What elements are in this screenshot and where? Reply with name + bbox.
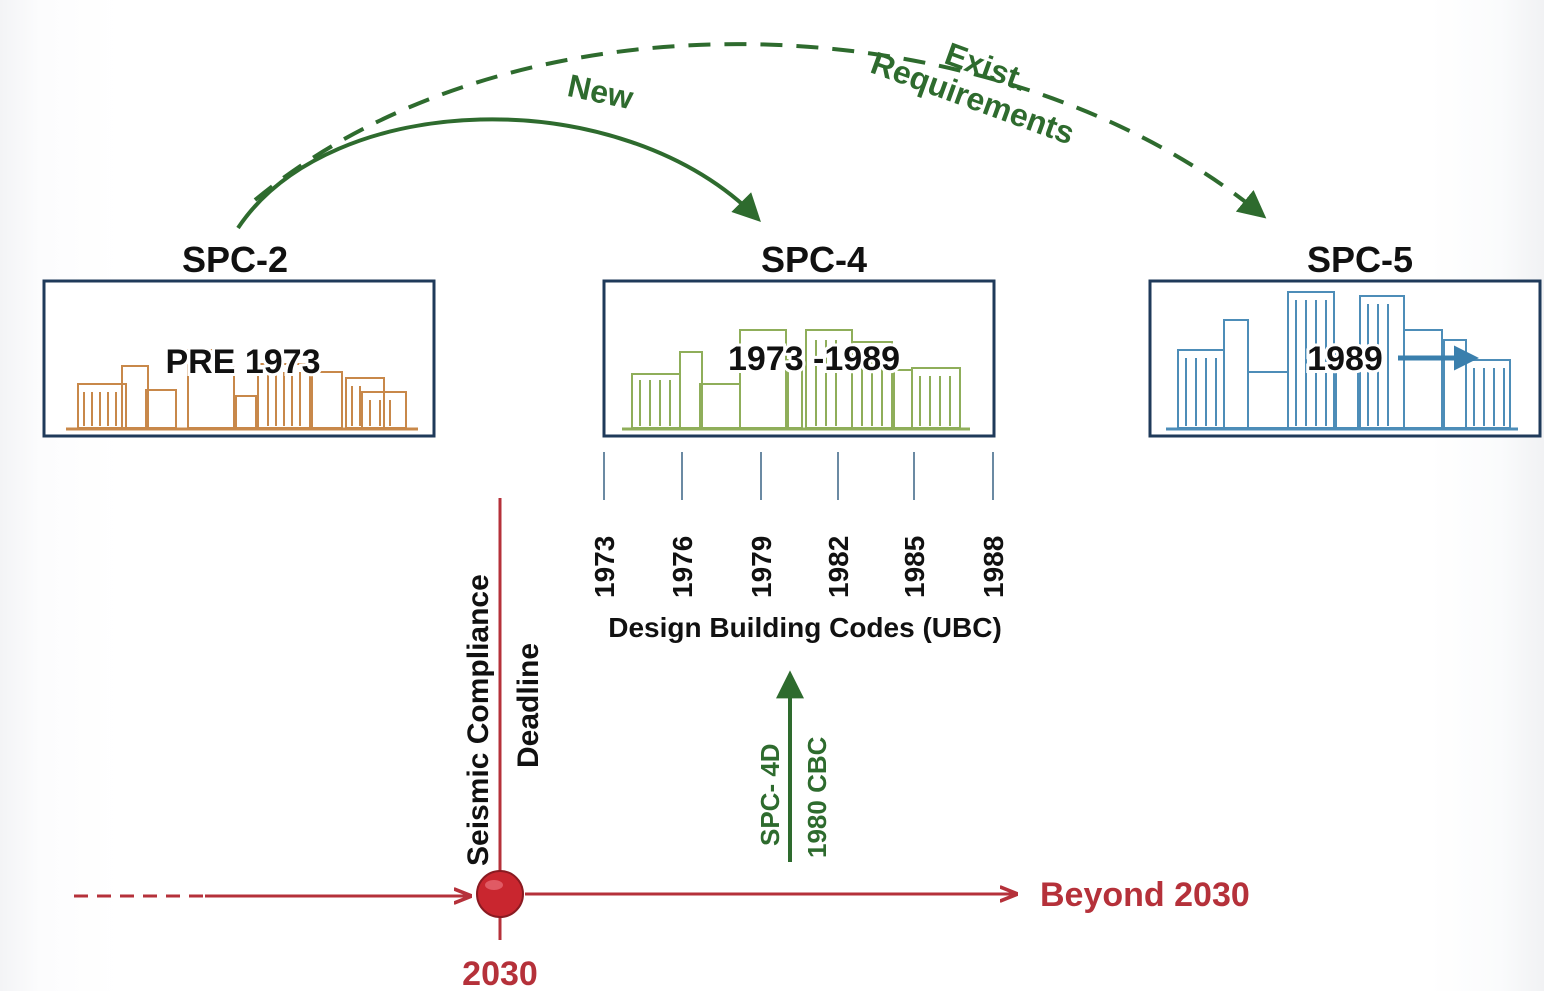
code-year-1979: 1979 — [746, 536, 777, 598]
skyline-spc5 — [1166, 291, 1518, 431]
new-arrow — [236, 117, 761, 230]
cbc-1980-label: 1980 CBC — [802, 736, 832, 858]
deadline-label: Deadline — [512, 643, 545, 768]
box-spc2: PRE 1973 — [42, 279, 436, 438]
deadline-year-label: 2030 — [462, 955, 538, 991]
code-year-1976: 1976 — [667, 536, 698, 598]
skyline-spc2 — [66, 349, 418, 431]
existing-requirements-arrow — [253, 42, 1267, 219]
spc4d-label: SPC- 4D — [755, 743, 785, 846]
new-arrow-label: New — [565, 67, 637, 116]
deadline-marker — [476, 870, 524, 918]
seismic-compliance-label: Seismic Compliance — [462, 574, 495, 866]
beyond-2030-label: Beyond 2030 — [1040, 876, 1250, 914]
box-spc5: 1989 — [1148, 279, 1542, 438]
box-label-spc4: 1973 -1989 — [728, 340, 900, 378]
box-label-spc5: 1989 — [1307, 340, 1383, 378]
design-codes-label: Design Building Codes (UBC) — [608, 612, 1002, 643]
box-title-spc2: SPC-2 — [182, 239, 288, 280]
code-year-1973: 1973 — [589, 536, 620, 598]
code-year-1982: 1982 — [823, 536, 854, 598]
box-label-spc2: PRE 1973 — [166, 343, 321, 381]
box-title-spc5: SPC-5 — [1307, 239, 1413, 280]
code-year-1988: 1988 — [978, 536, 1009, 598]
code-year-1985: 1985 — [899, 536, 930, 598]
box-spc4: 1973 -1989 — [602, 279, 996, 438]
code-year-ticks — [603, 452, 994, 500]
deadline-marker-highlight — [485, 880, 503, 890]
box-title-spc4: SPC-4 — [761, 239, 867, 280]
skyline-spc4 — [622, 329, 970, 431]
